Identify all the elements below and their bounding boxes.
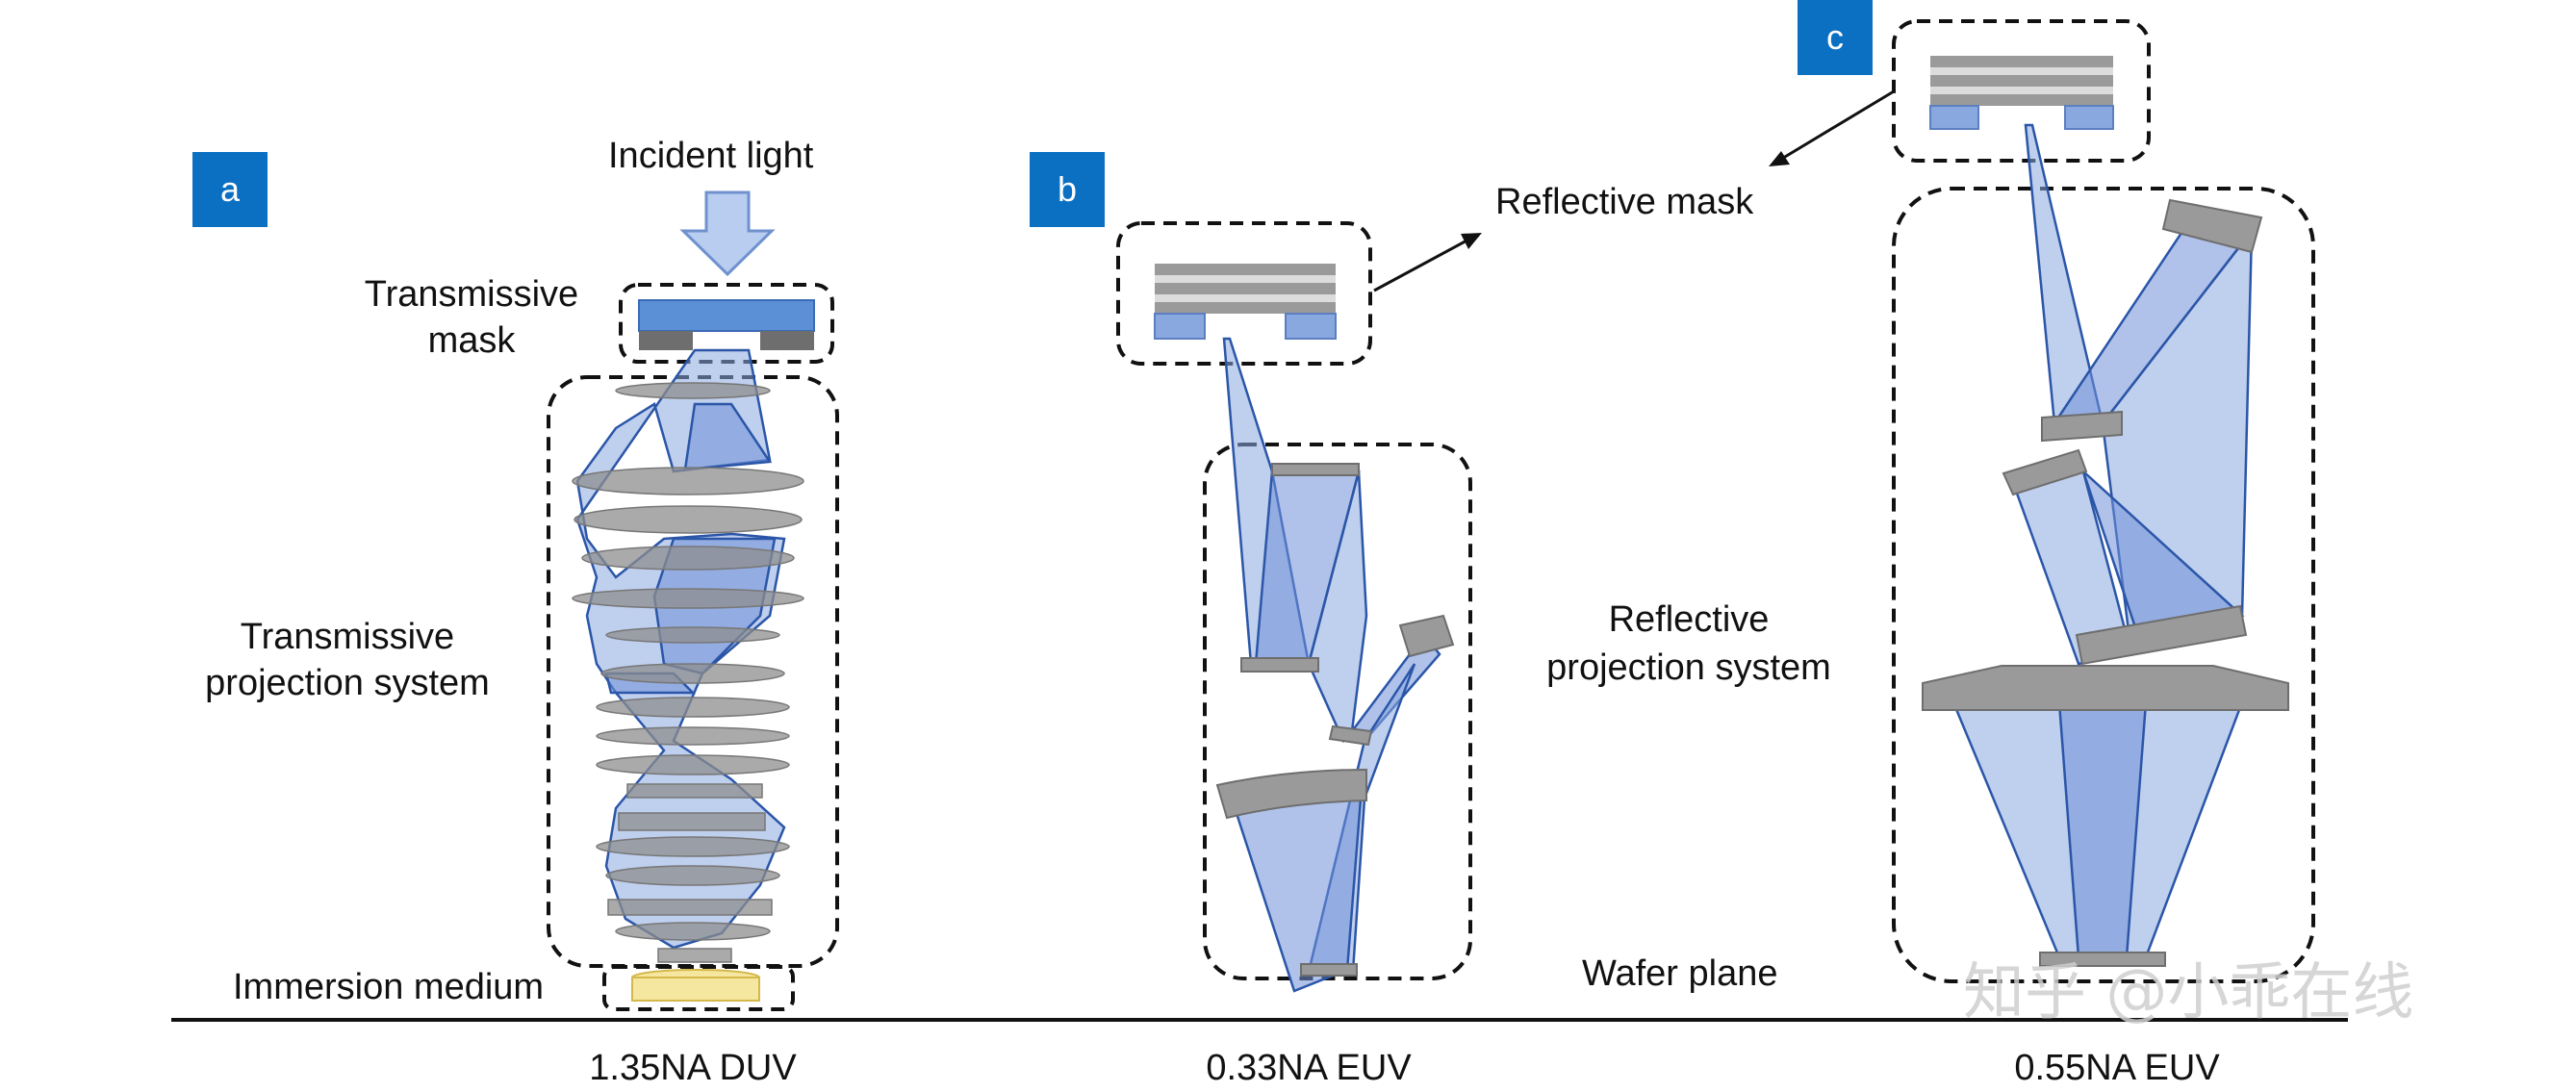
- reflective-mask-box-b: [1116, 221, 1372, 366]
- panel-a-diagram: [547, 190, 839, 1011]
- mask-absorber-right: [760, 331, 814, 350]
- panel-c-diagram: [1769, 19, 2315, 983]
- watermark-text: 知乎 @小乖在线: [1963, 957, 2414, 1029]
- immersion-medium-label: Immersion medium: [233, 967, 545, 1007]
- caption-c: 0.55NA EUV: [2014, 1048, 2220, 1088]
- transmissive-mask-label-1: Transmissive: [364, 274, 579, 315]
- incident-light-arrow: [679, 190, 776, 277]
- mirror-c2: [2041, 410, 2123, 443]
- mask-absorber-left: [639, 331, 693, 350]
- transmissive-projection-label-1: Transmissive: [240, 617, 455, 657]
- incident-light-label: Incident light: [608, 136, 814, 176]
- caption-b: 0.33NA EUV: [1206, 1048, 1412, 1088]
- mirror-b2: [1240, 657, 1319, 673]
- euv-beam-b6: [1230, 785, 1364, 993]
- reflective-mask-c: [1929, 56, 2114, 130]
- mirror-b4: [1328, 724, 1373, 747]
- mirror-c5: [1922, 665, 2289, 711]
- mirror-b5: [1215, 768, 1367, 820]
- mirror-b6: [1300, 963, 1358, 977]
- mirror-b1: [1271, 463, 1360, 476]
- arrow-head-mask-b: [1461, 233, 1482, 249]
- mirror-b3: [1398, 614, 1455, 658]
- transmissive-projection-box: [547, 375, 839, 968]
- arrow-mask-c: [1779, 89, 1895, 162]
- transmissive-mask-label-2: mask: [427, 320, 516, 361]
- panel-badge-a: a: [192, 152, 268, 227]
- immersion-drop-body: [631, 977, 760, 1002]
- panel-b-diagram: [1116, 221, 1482, 993]
- duv-lens-stack: [572, 382, 804, 963]
- mirror-c6: [2039, 952, 2166, 967]
- arrow-mask-b: [1373, 237, 1471, 292]
- caption-a: 1.35NA DUV: [589, 1048, 797, 1088]
- reflective-projection-box-c: [1892, 187, 2315, 983]
- mirror-c1: [2161, 198, 2263, 254]
- arrow-head-mask-c: [1769, 151, 1790, 166]
- reflective-projection-label-2: projection system: [1546, 648, 1831, 688]
- mirror-c4: [2075, 604, 2248, 666]
- transmissive-mask-plate: [638, 299, 815, 332]
- reflective-mask-box-c: [1892, 19, 2151, 163]
- reflective-mask-b: [1154, 264, 1337, 340]
- reflective-mask-label: Reflective mask: [1495, 182, 1754, 222]
- panel-badge-c: c: [1798, 0, 1873, 75]
- reflective-projection-label-1: Reflective: [1608, 599, 1770, 640]
- panel-badge-b: b: [1030, 152, 1105, 227]
- mirror-c3: [2002, 448, 2088, 496]
- transmissive-projection-label-2: projection system: [205, 663, 490, 703]
- reflective-projection-box-b: [1203, 443, 1472, 980]
- wafer-plane-label: Wafer plane: [1582, 953, 1778, 994]
